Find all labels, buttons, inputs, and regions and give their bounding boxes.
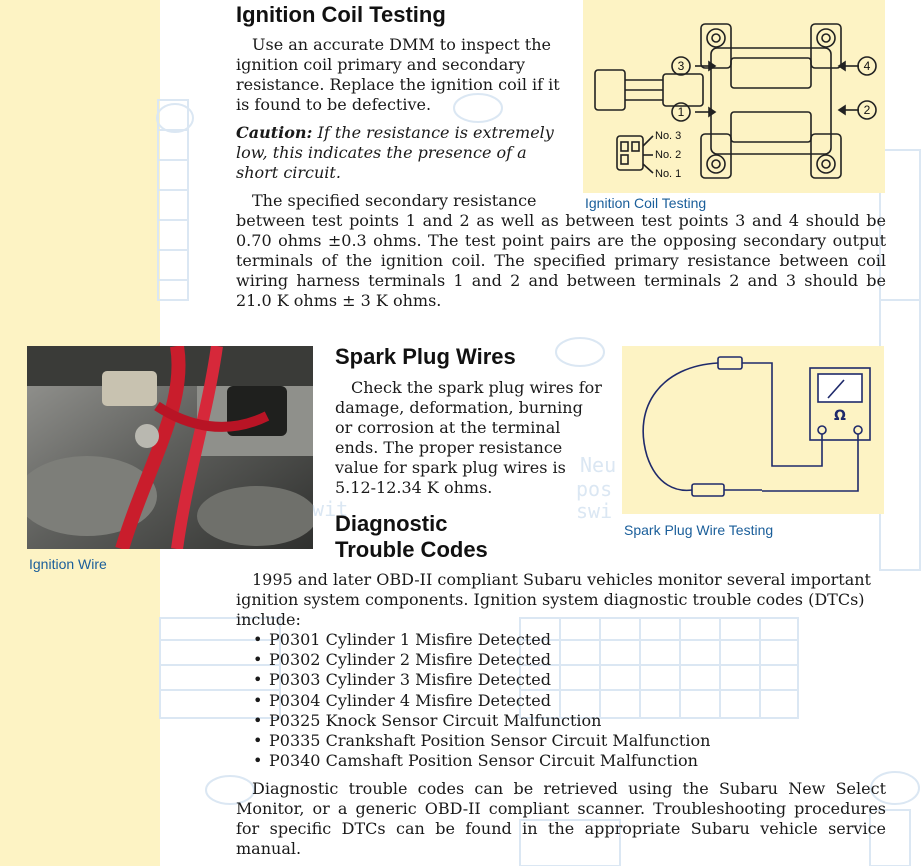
dtc-list: P0301 Cylinder 1 Misfire Detected P0302 … xyxy=(253,630,710,771)
spark-plug-wire-figure: Ω xyxy=(622,346,884,514)
pin-label-no2: No. 2 xyxy=(655,149,681,161)
test-point-label-3: 3 xyxy=(678,59,685,73)
pin-label-no3: No. 3 xyxy=(655,130,681,142)
secondary-resistance-line1-text: The specified secondary resistance xyxy=(252,191,537,210)
dtc-retrieval-text: Diagnostic trouble codes can be retrieve… xyxy=(236,779,886,858)
ignition-coil-intro: Use an accurate DMM to inspect the ignit… xyxy=(236,35,566,115)
dtc-intro: 1995 and later OBD-II compliant Subaru v… xyxy=(236,570,876,630)
dtc-list-item: P0335 Crankshaft Position Sensor Circuit… xyxy=(253,731,710,751)
test-point-label-2: 2 xyxy=(864,103,871,117)
secondary-resistance-line1: The specified secondary resistance xyxy=(236,191,566,211)
spark-plug-wires-text: Check the spark plug wires for damage, d… xyxy=(335,378,605,498)
engine-bay-image xyxy=(27,346,313,549)
ignition-coil-diagram: 3 4 1 2 No. 3 No. 2 No. 1 xyxy=(594,23,877,180)
caution-text: If the resistance is extremely low, this… xyxy=(236,123,554,182)
ohm-symbol: Ω xyxy=(834,408,846,424)
caution-label: Caution: xyxy=(236,123,313,142)
svg-text:pos: pos xyxy=(576,477,612,501)
ignition-wire-caption: Ignition Wire xyxy=(29,556,107,572)
spark-plug-wire-caption: Spark Plug Wire Testing xyxy=(624,522,774,538)
spark-plug-wires-body: Check the spark plug wires for damage, d… xyxy=(335,378,602,497)
ignition-wire-photo xyxy=(27,346,313,549)
test-point-label-4: 4 xyxy=(864,59,871,73)
ignition-coil-intro-text: Use an accurate DMM to inspect the ignit… xyxy=(236,35,560,114)
spark-plug-wire-diagram: Ω xyxy=(642,356,871,497)
section-title-dtc-line1: Diagnostic xyxy=(335,511,448,536)
dtc-list-item: P0325 Knock Sensor Circuit Malfunction xyxy=(253,711,710,731)
ignition-coil-caption: Ignition Coil Testing xyxy=(585,195,707,211)
section-title-dtc-line2: Trouble Codes xyxy=(335,537,488,562)
dtc-list-item: P0340 Camshaft Position Sensor Circuit M… xyxy=(253,751,710,771)
dtc-list-item: P0302 Cylinder 2 Misfire Detected xyxy=(253,650,710,670)
caution-note: Caution: If the resistance is extremely … xyxy=(236,123,566,183)
test-point-label-1: 1 xyxy=(678,105,685,119)
section-title-spark-plug-wires: Spark Plug Wires xyxy=(335,344,516,369)
secondary-resistance-spec: between test points 1 and 2 as well as b… xyxy=(236,211,886,310)
section-title-ignition-coil: Ignition Coil Testing xyxy=(236,2,446,27)
dtc-list-item: P0301 Cylinder 1 Misfire Detected xyxy=(253,630,710,650)
svg-text:swi: swi xyxy=(576,499,612,523)
dtc-retrieval: Diagnostic trouble codes can be retrieve… xyxy=(236,779,886,859)
dtc-list-item: P0303 Cylinder 3 Misfire Detected xyxy=(253,670,710,690)
svg-text:Neu: Neu xyxy=(580,453,616,477)
pin-label-no1: No. 1 xyxy=(655,168,681,180)
dtc-list-item: P0304 Cylinder 4 Misfire Detected xyxy=(253,691,710,711)
ignition-coil-figure: 3 4 1 2 No. 3 No. 2 No. 1 xyxy=(583,0,885,193)
dtc-intro-text: 1995 and later OBD-II compliant Subaru v… xyxy=(236,570,871,629)
